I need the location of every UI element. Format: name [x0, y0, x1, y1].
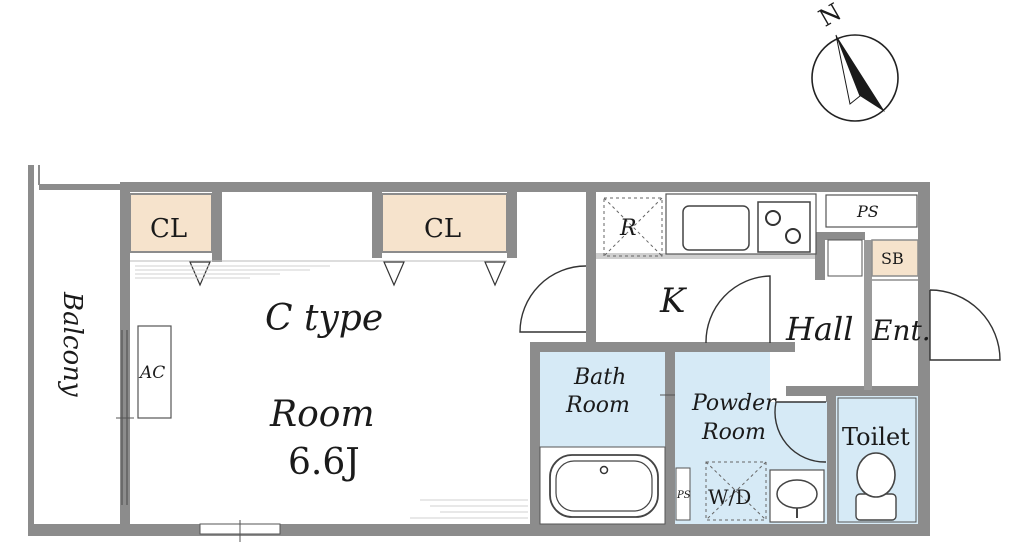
main-room: C type Room 6.6J AC	[116, 265, 587, 542]
kitchen-label: K	[659, 281, 688, 321]
bathtub-icon	[549, 454, 659, 518]
north-label: N	[814, 0, 846, 32]
hall-label: Hall	[785, 310, 853, 348]
closets: CL CL	[129, 193, 508, 287]
balcony-label: Balcony	[57, 291, 87, 397]
powder-room: Powder Room W/D PS	[675, 352, 827, 524]
bath-room-label-1: Bath	[573, 365, 626, 390]
bath-room-label-2: Room	[565, 393, 630, 418]
ps-small-label: PS	[676, 490, 691, 501]
closet-left	[129, 193, 213, 253]
hall: Hall Ent.	[785, 279, 1001, 361]
kitchen: R K	[603, 193, 817, 344]
shoe-box	[871, 239, 919, 277]
refrigerator-label: R	[619, 216, 637, 241]
powder-room-label-1: Powder	[691, 391, 777, 416]
room-type-label: C type	[265, 298, 383, 339]
ac-label: AC	[138, 363, 165, 383]
toilet-room: Toilet	[836, 396, 918, 524]
entrance-label: Ent.	[871, 314, 931, 347]
closet-left-label: CL	[150, 214, 187, 244]
utilities: PS SB	[825, 194, 919, 277]
bath-room: Bath Room	[539, 352, 686, 525]
pipe-space-top	[825, 194, 918, 228]
washer-space	[705, 461, 767, 521]
powder-room-label-2: Room	[701, 420, 766, 445]
balcony: Balcony	[39, 192, 119, 524]
ps-top-label: PS	[856, 202, 879, 221]
sink-icon	[682, 205, 750, 251]
pipe-space-small	[675, 467, 691, 521]
shoe-box-label: SB	[881, 249, 904, 268]
entrance-door	[929, 289, 1001, 361]
toilet-label: Toilet	[842, 423, 910, 451]
washer-label: W/D	[708, 485, 751, 509]
room-name-label: Room	[269, 394, 375, 435]
room-size-label: 6.6J	[288, 442, 360, 483]
stove-icon	[757, 201, 811, 253]
refrigerator-space	[603, 197, 663, 257]
closet-right-label: CL	[424, 214, 461, 244]
compass: N	[811, 0, 899, 122]
toilet-icon	[856, 452, 896, 498]
closet-right	[381, 193, 508, 253]
north-arrow-icon	[836, 35, 885, 112]
ac-unit	[137, 325, 172, 419]
